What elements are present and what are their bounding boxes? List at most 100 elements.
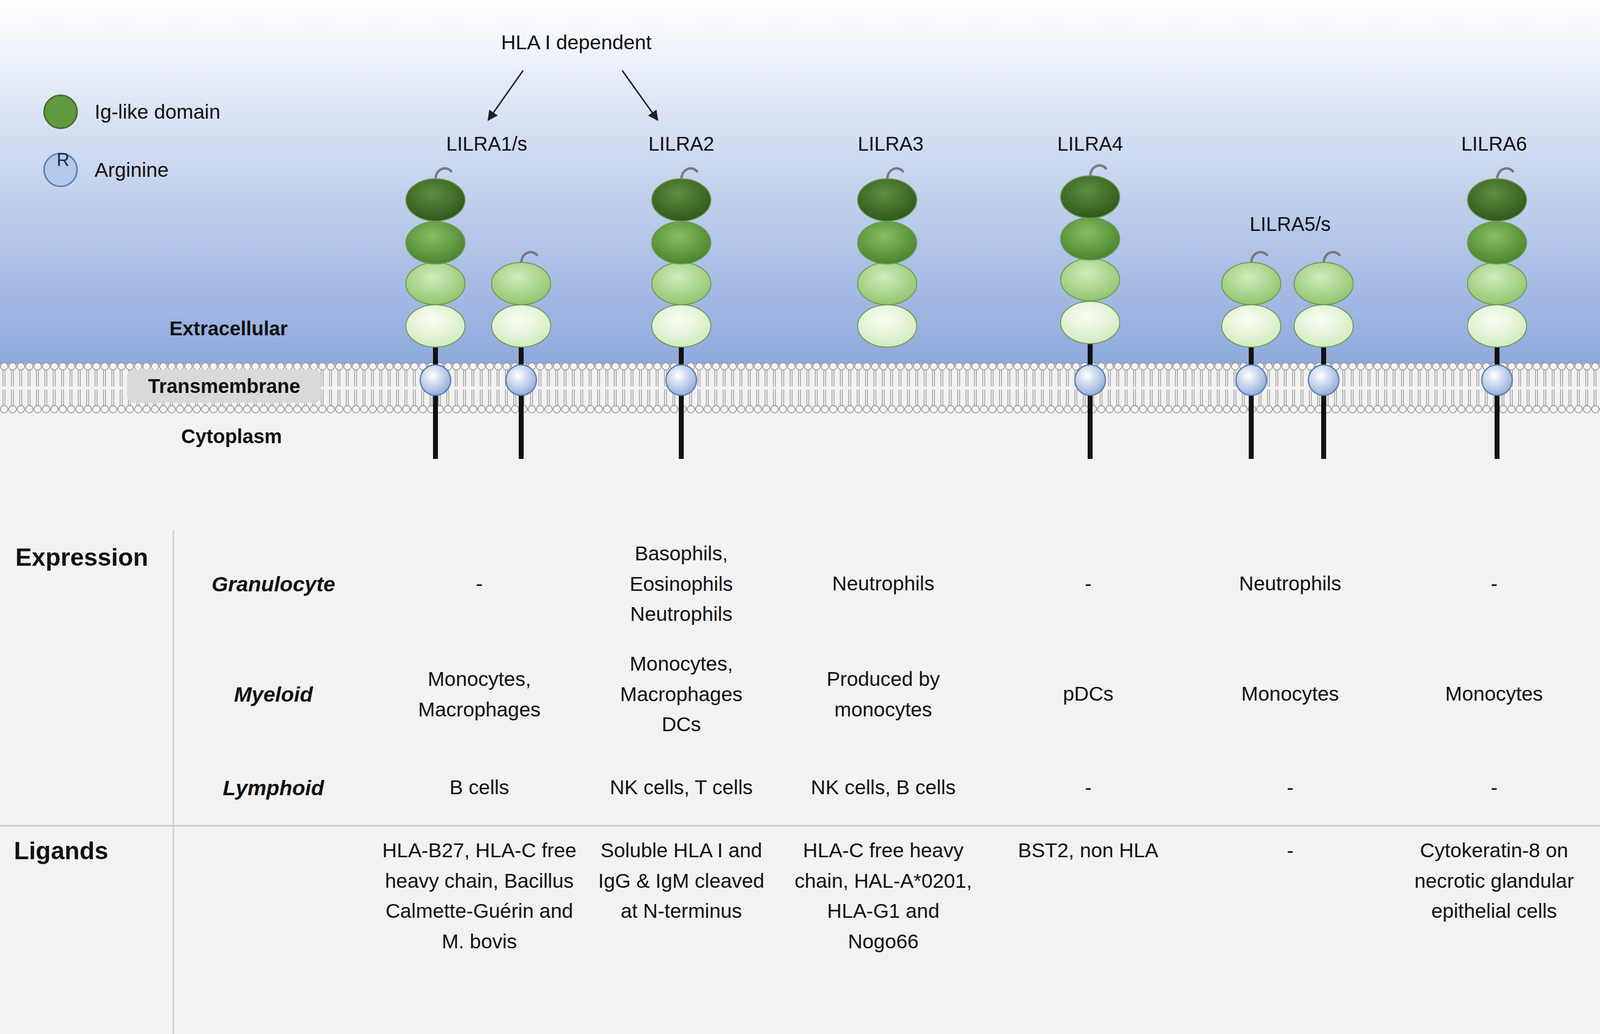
- node-text: Transmembrane: [127, 369, 321, 403]
- cell-label: -: [1490, 772, 1498, 804]
- receptor-stalk: [678, 340, 684, 460]
- legend-text: Ig-like domain: [94, 100, 221, 124]
- legend-text: Arginine: [94, 158, 169, 182]
- region-label: Extracellular: [169, 313, 288, 344]
- ig-like-domain: [1060, 258, 1120, 301]
- cell-label: -: [1084, 568, 1092, 600]
- receptor: [1294, 252, 1354, 460]
- receptor-name: LILRA1/s: [446, 129, 528, 159]
- arginine-residue: [1235, 365, 1267, 396]
- receptor-stalk: [1087, 337, 1093, 460]
- ig-like-domain: [857, 304, 917, 348]
- cell-label: Soluble HLA I and IgG & IgM cleaved at N…: [587, 835, 775, 928]
- ig-like-domain: [651, 262, 711, 305]
- cell-label: -: [1490, 568, 1498, 600]
- ig-like-domain: [1221, 262, 1281, 305]
- ig-like-domain: [1060, 217, 1120, 261]
- legend-entry: Arginine: [43, 140, 221, 200]
- ig-like-domain: [651, 304, 711, 348]
- cell-label: HLA-B27, HLA-C free heavy chain, Bacillu…: [380, 835, 578, 958]
- ig-like-domain: [651, 178, 711, 222]
- receptor-stalk: [518, 340, 524, 460]
- receptor-name: LILRA4: [1057, 129, 1123, 159]
- arginine-residue: [1481, 365, 1513, 396]
- table-rule: [172, 530, 175, 1034]
- cell-label: Monocytes, Macrophages DCs: [612, 649, 751, 741]
- ig-like-domain: [857, 178, 917, 222]
- cell-label: NK cells, T cells: [609, 772, 753, 804]
- receptor: [857, 168, 917, 348]
- ig-like-domain: [405, 221, 466, 265]
- residue-letter: R: [56, 146, 70, 174]
- legend-swatch: [43, 94, 78, 130]
- ig-like-domain: [1060, 175, 1120, 219]
- receptor-name: LILRA6: [1461, 129, 1527, 159]
- ig-like-domain: [857, 221, 917, 265]
- receptor-stalk: [1248, 340, 1254, 460]
- cell-label: -: [475, 568, 483, 600]
- ig-like-domain: [1467, 178, 1527, 222]
- arginine-residue: [666, 365, 697, 396]
- ig-like-domain: [405, 262, 466, 305]
- section-heading: Ligands: [13, 833, 109, 870]
- cell-label: NK cells, B cells: [810, 772, 956, 804]
- arginine-residue: [420, 365, 451, 396]
- arginine-residue: [1308, 365, 1339, 396]
- cell-label: HLA I dependent: [500, 27, 652, 59]
- ig-like-domain: [405, 178, 466, 222]
- receptor: [491, 252, 551, 460]
- cell-label: BST2, non HLA: [1018, 835, 1159, 867]
- ig-like-domain: [491, 304, 551, 348]
- lipid-bilayer: [0, 362, 1600, 414]
- ig-like-domain: [491, 262, 551, 305]
- receptor: [1221, 252, 1281, 460]
- cytoplasm-region: [0, 364, 1600, 1034]
- cell-label: -: [1084, 772, 1092, 804]
- cell-label: Basophils, Eosinophils Neutrophils: [612, 538, 751, 631]
- ig-like-domain: [1294, 262, 1354, 305]
- arginine-residue: [1074, 365, 1106, 396]
- cell-label: Monocytes: [1241, 679, 1339, 710]
- receptor-stalk: [433, 340, 438, 460]
- receptor-stalk: [1321, 340, 1327, 460]
- region-label: Cytoplasm: [181, 421, 283, 452]
- legend-entry: Ig-like domain: [43, 82, 221, 141]
- membrane-label-box: Transmembrane: [127, 369, 321, 403]
- section-heading: Expression: [15, 539, 149, 577]
- ig-like-domain: [1060, 301, 1120, 344]
- receptor: [1060, 165, 1120, 460]
- receptor: [651, 168, 711, 460]
- receptor: [1467, 168, 1527, 460]
- ig-like-domain: [405, 304, 466, 348]
- cell-label: Neutrophils: [832, 568, 934, 600]
- cell-label: Produced by monocytes: [814, 664, 953, 726]
- row-heading: Myeloid: [233, 678, 313, 711]
- cell-label: B cells: [449, 772, 510, 804]
- ig-like-domain: [1221, 304, 1281, 348]
- row-heading: Granulocyte: [211, 568, 336, 601]
- arginine-residue: [505, 365, 537, 396]
- cell-label: HLA-C free heavy chain, HAL-A*0201, HLA-…: [789, 835, 977, 958]
- row-heading: Lymphoid: [222, 772, 324, 805]
- ig-like-domain: [1467, 262, 1527, 305]
- ig-like-domain: [1467, 221, 1527, 265]
- ig-like-domain: [1467, 304, 1527, 348]
- receptor-stalk: [1494, 340, 1500, 460]
- legend: Ig-like domainArginine: [43, 82, 221, 200]
- pointer-arrow: [488, 70, 524, 121]
- cell-label: -: [1286, 772, 1294, 804]
- pointer-arrow: [622, 70, 658, 121]
- receptor-name: LILRA2: [648, 129, 714, 159]
- extracellular-region: [0, 0, 1600, 365]
- cell-label: -: [1286, 835, 1294, 867]
- ig-like-domain: [857, 262, 917, 305]
- cell-label: Cytokeratin-8 on necrotic glandular epit…: [1407, 835, 1581, 928]
- receptor-name: LILRA3: [857, 129, 924, 159]
- cell-label: pDCs: [1063, 679, 1114, 710]
- cell-label: Neutrophils: [1238, 568, 1341, 600]
- ig-like-domain: [1294, 304, 1354, 348]
- cell-label: Monocytes, Macrophages: [405, 664, 554, 726]
- receptor-name: LILRA5/s: [1249, 209, 1332, 239]
- table-rule: [0, 825, 1600, 828]
- receptor: [405, 168, 466, 460]
